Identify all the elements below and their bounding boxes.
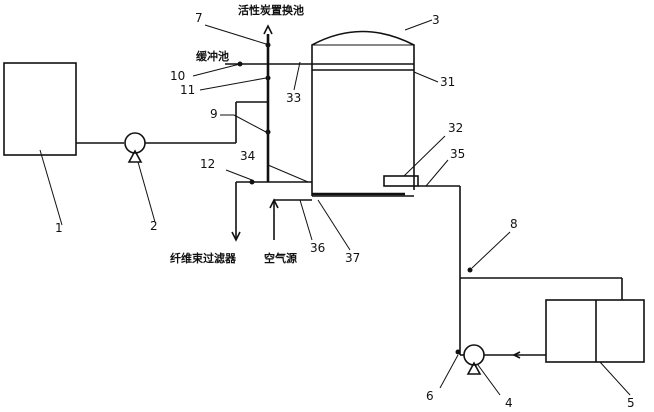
leader-7: [204, 24, 267, 45]
leader-3: [404, 19, 433, 31]
label-9: 9: [210, 107, 218, 121]
pump-4-base: [466, 361, 482, 375]
leader-6: [439, 354, 459, 389]
box-32: [383, 175, 419, 187]
label-5: 5: [627, 396, 635, 410]
leader-34: [267, 164, 309, 183]
leader-1: [39, 149, 63, 226]
label-33: 33: [286, 91, 301, 105]
leader-36: [299, 199, 313, 241]
valve-8: [467, 267, 473, 273]
leader-11: [199, 77, 267, 91]
label-34: 34: [240, 149, 255, 163]
arrow-down: [231, 231, 241, 242]
label-carbon-pool: 活性炭置换池: [238, 3, 304, 17]
leader-37: [317, 199, 351, 251]
valve-12: [249, 179, 255, 185]
label-2: 2: [150, 219, 158, 233]
leader-31: [413, 71, 439, 83]
label-fiber-filter: 纤维束过滤器: [170, 251, 237, 265]
label-31: 31: [440, 75, 455, 89]
label-4: 4: [505, 396, 513, 410]
label-6: 6: [426, 389, 434, 403]
pump-2-base: [127, 149, 143, 163]
label-37: 37: [345, 251, 360, 265]
leader-33: [293, 61, 301, 91]
label-10: 10: [170, 69, 185, 83]
leader-12: [225, 169, 253, 181]
label-35: 35: [450, 147, 465, 161]
arrow-up: [263, 24, 273, 35]
valve-11: [265, 75, 271, 81]
label-1: 1: [55, 221, 63, 235]
leader-32: [403, 135, 446, 177]
label-air-source: 空气源: [264, 251, 297, 265]
label-7: 7: [195, 11, 203, 25]
leader-10: [192, 63, 241, 77]
valve-7: [265, 42, 271, 48]
leader-4: [477, 364, 501, 396]
label-3: 3: [432, 13, 440, 27]
label-32: 32: [448, 121, 463, 135]
arrow-left: [512, 351, 521, 359]
tank-1: [3, 62, 77, 156]
label-12: 12: [200, 157, 215, 171]
label-36: 36: [310, 241, 325, 255]
valve-9: [265, 129, 271, 135]
tank-5: [545, 299, 645, 363]
leader-8: [471, 231, 511, 269]
reactor-3: [311, 30, 415, 190]
label-11: 11: [180, 83, 195, 97]
valve-6: [455, 349, 461, 355]
label-8: 8: [510, 217, 518, 231]
leader-35: [425, 159, 449, 187]
leader-5: [599, 361, 631, 396]
arrow-air: [269, 198, 279, 209]
label-buffer-pool: 缓冲池: [196, 49, 229, 63]
leader-2: [137, 161, 156, 223]
leader-9b: [233, 114, 267, 133]
